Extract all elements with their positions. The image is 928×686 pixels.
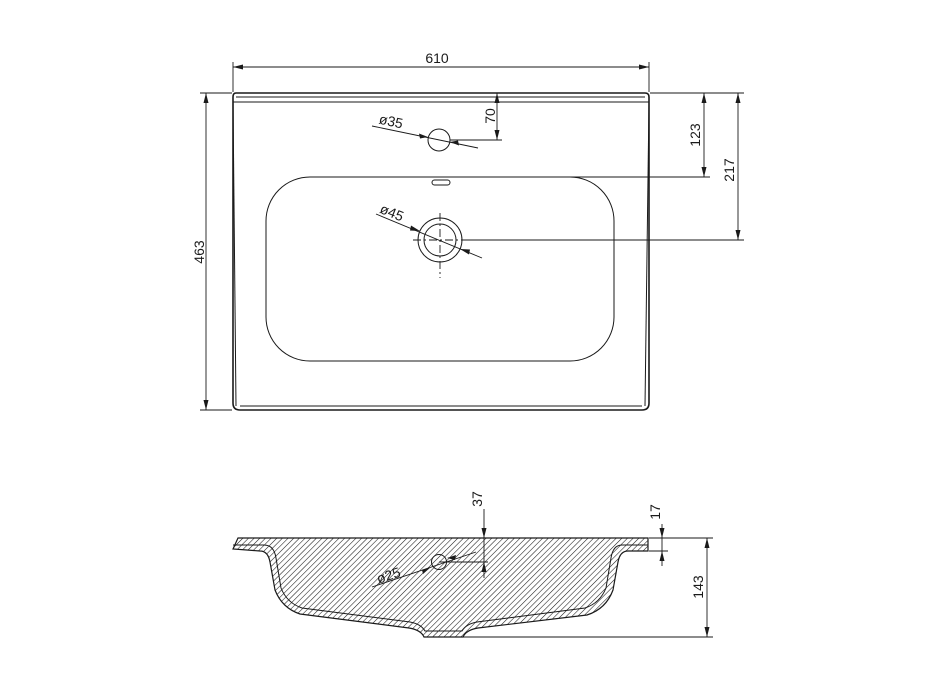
drain-offset-label: 217 bbox=[721, 158, 737, 182]
top-view: 610 463 70 ø35 ø45 123 bbox=[191, 50, 744, 411]
overflow-slot bbox=[431, 179, 451, 186]
bowl-edge-offset-label: 123 bbox=[687, 123, 703, 147]
depth-dimension-label: 463 bbox=[191, 240, 207, 264]
bowl-depth-label: 143 bbox=[690, 575, 706, 599]
basin-section bbox=[232, 537, 649, 638]
overflow-offset-label: 37 bbox=[469, 491, 485, 507]
overflow-diameter-label: ø25 bbox=[375, 564, 403, 587]
faucet-offset-label: 70 bbox=[482, 108, 498, 124]
width-dimension-label: 610 bbox=[425, 50, 449, 66]
drain-diameter-label: ø45 bbox=[378, 200, 407, 224]
side-view: ø25 37 17 143 bbox=[232, 491, 713, 638]
bowl-inner-surface bbox=[263, 544, 648, 632]
faucet-hole-diameter-label: ø35 bbox=[378, 111, 405, 132]
basin-outline bbox=[232, 92, 650, 411]
bowl-outline bbox=[265, 176, 615, 362]
rim-thickness-label: 17 bbox=[647, 504, 663, 520]
